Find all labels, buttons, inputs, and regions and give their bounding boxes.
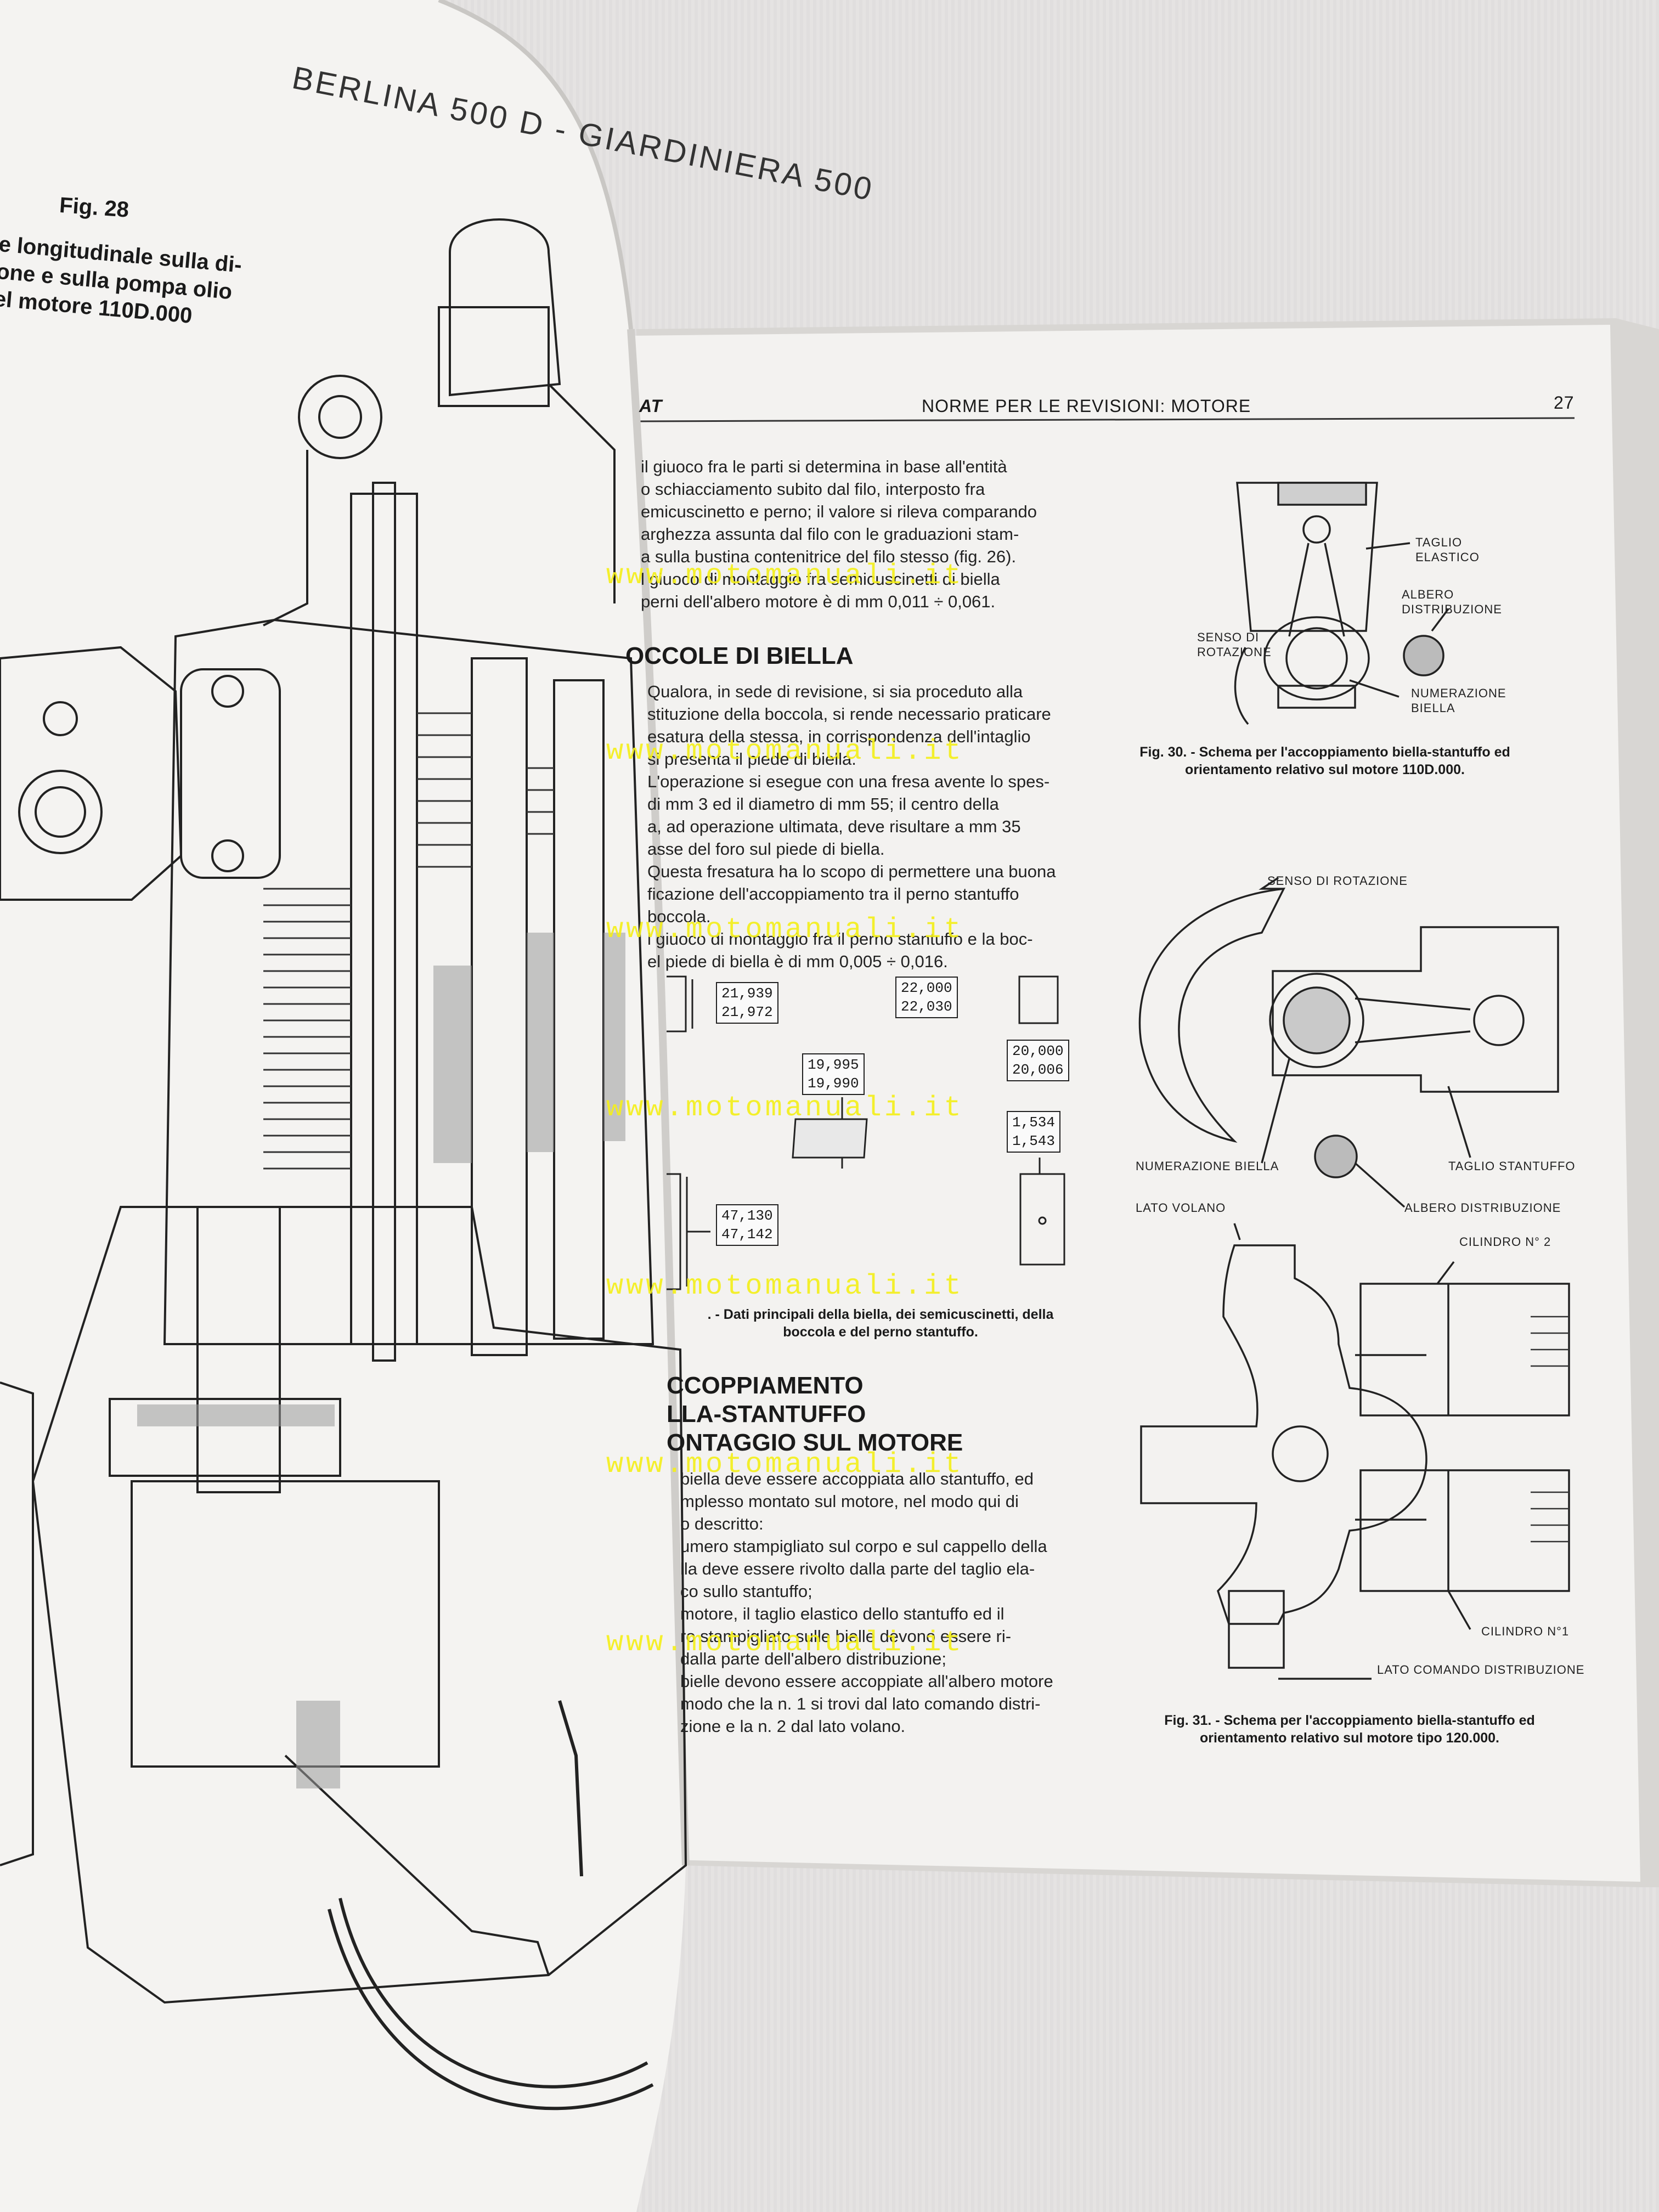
dimension-value: 22,030 [901, 998, 952, 1015]
fig31-label-lato-volano: LATO VOLANO [1136, 1201, 1226, 1215]
dimension-value: 21,939 [721, 985, 773, 1002]
dimension-value: 22,000 [901, 980, 952, 996]
dimension-value: 1,534 [1012, 1114, 1056, 1131]
fig31-label-lato-comando: LATO COMANDO DISTRIBUZIONE [1377, 1663, 1585, 1677]
watermark-text: www.motomanuali.it [606, 560, 964, 592]
dimension-value: 20,000 [1012, 1043, 1064, 1059]
section-accoppiamento-text: biella deve essere accoppiata allo stant… [680, 1469, 1053, 1736]
section-boccole-text: Qualora, in sede di revisione, si sia pr… [647, 682, 1056, 971]
fig31-label-cilindro-1: CILINDRO N°1 [1481, 1624, 1570, 1638]
dimension-value: 1,543 [1012, 1133, 1056, 1149]
watermark-text: www.motomanuali.it [606, 1092, 964, 1124]
section-boccole-title: OCCOLE DI BIELLA [625, 642, 854, 669]
dimension-value: 47,130 [721, 1207, 773, 1224]
watermark-text: www.motomanuali.it [606, 1448, 964, 1481]
page-number: 27 [1554, 393, 1575, 413]
fig30-label-taglio-elastico: TAGLIO ELASTICO [1415, 535, 1480, 564]
fig31-label-cilindro-2: CILINDRO N° 2 [1459, 1235, 1551, 1249]
dimension-value: 19,995 [808, 1057, 859, 1073]
watermark-text: www.motomanuali.it [606, 1270, 964, 1302]
dimension-value: 47,142 [721, 1226, 773, 1243]
dimension-box: 21,939 21,972 [716, 982, 778, 1024]
fig30-label-numerazione-biella: NUMERAZIONE BIELLA [1411, 686, 1506, 715]
fig31-label-senso-rotazione: SENSO DI ROTAZIONE [1267, 874, 1408, 888]
dimension-box: 19,995 19,990 [802, 1053, 865, 1095]
fig31-label-albero-distribuzione: ALBERO DISTRIBUZIONE [1404, 1201, 1561, 1215]
fig31-label-taglio-stantuffo: TAGLIO STANTUFFO [1448, 1159, 1576, 1173]
fig30-label-senso-rotazione: SENSO DI ROTAZIONE [1197, 630, 1272, 659]
dimension-box: 20,000 20,006 [1007, 1040, 1069, 1081]
fig31-label-numerazione-biella: NUMERAZIONE BIELLA [1136, 1159, 1279, 1173]
header-section-title: NORME PER LE REVISIONI: MOTORE [922, 396, 1251, 416]
watermark-text: www.motomanuali.it [606, 913, 964, 946]
watermark-text: www.motomanuali.it [606, 1627, 964, 1659]
fig29-caption: . - Dati principali della biella, dei se… [707, 1307, 1054, 1340]
watermark-text: www.motomanuali.it [606, 735, 964, 768]
header-left-fragment: AT [639, 396, 663, 416]
dimension-value: 19,990 [808, 1075, 859, 1092]
dimension-value: 21,972 [721, 1004, 773, 1020]
fig30-caption: Fig. 30. - Schema per l'accoppiamento bi… [1139, 744, 1510, 777]
fig31-caption: Fig. 31. - Schema per l'accoppiamento bi… [1164, 1713, 1535, 1746]
dimension-value: 20,006 [1012, 1062, 1064, 1078]
fig30-label-albero-distribuzione: ALBERO DISTRIBUZIONE [1402, 588, 1502, 616]
dimension-box: 22,000 22,030 [895, 977, 958, 1018]
dimension-box: 47,130 47,142 [716, 1204, 778, 1246]
dimension-box: 1,534 1,543 [1007, 1111, 1061, 1153]
section-accoppiamento-title: CCOPPIAMENTO LLA-STANTUFFO ONTAGGIO SUL … [667, 1372, 963, 1456]
intro-paragraph: il giuoco fra le parti si determina in b… [641, 457, 1037, 611]
